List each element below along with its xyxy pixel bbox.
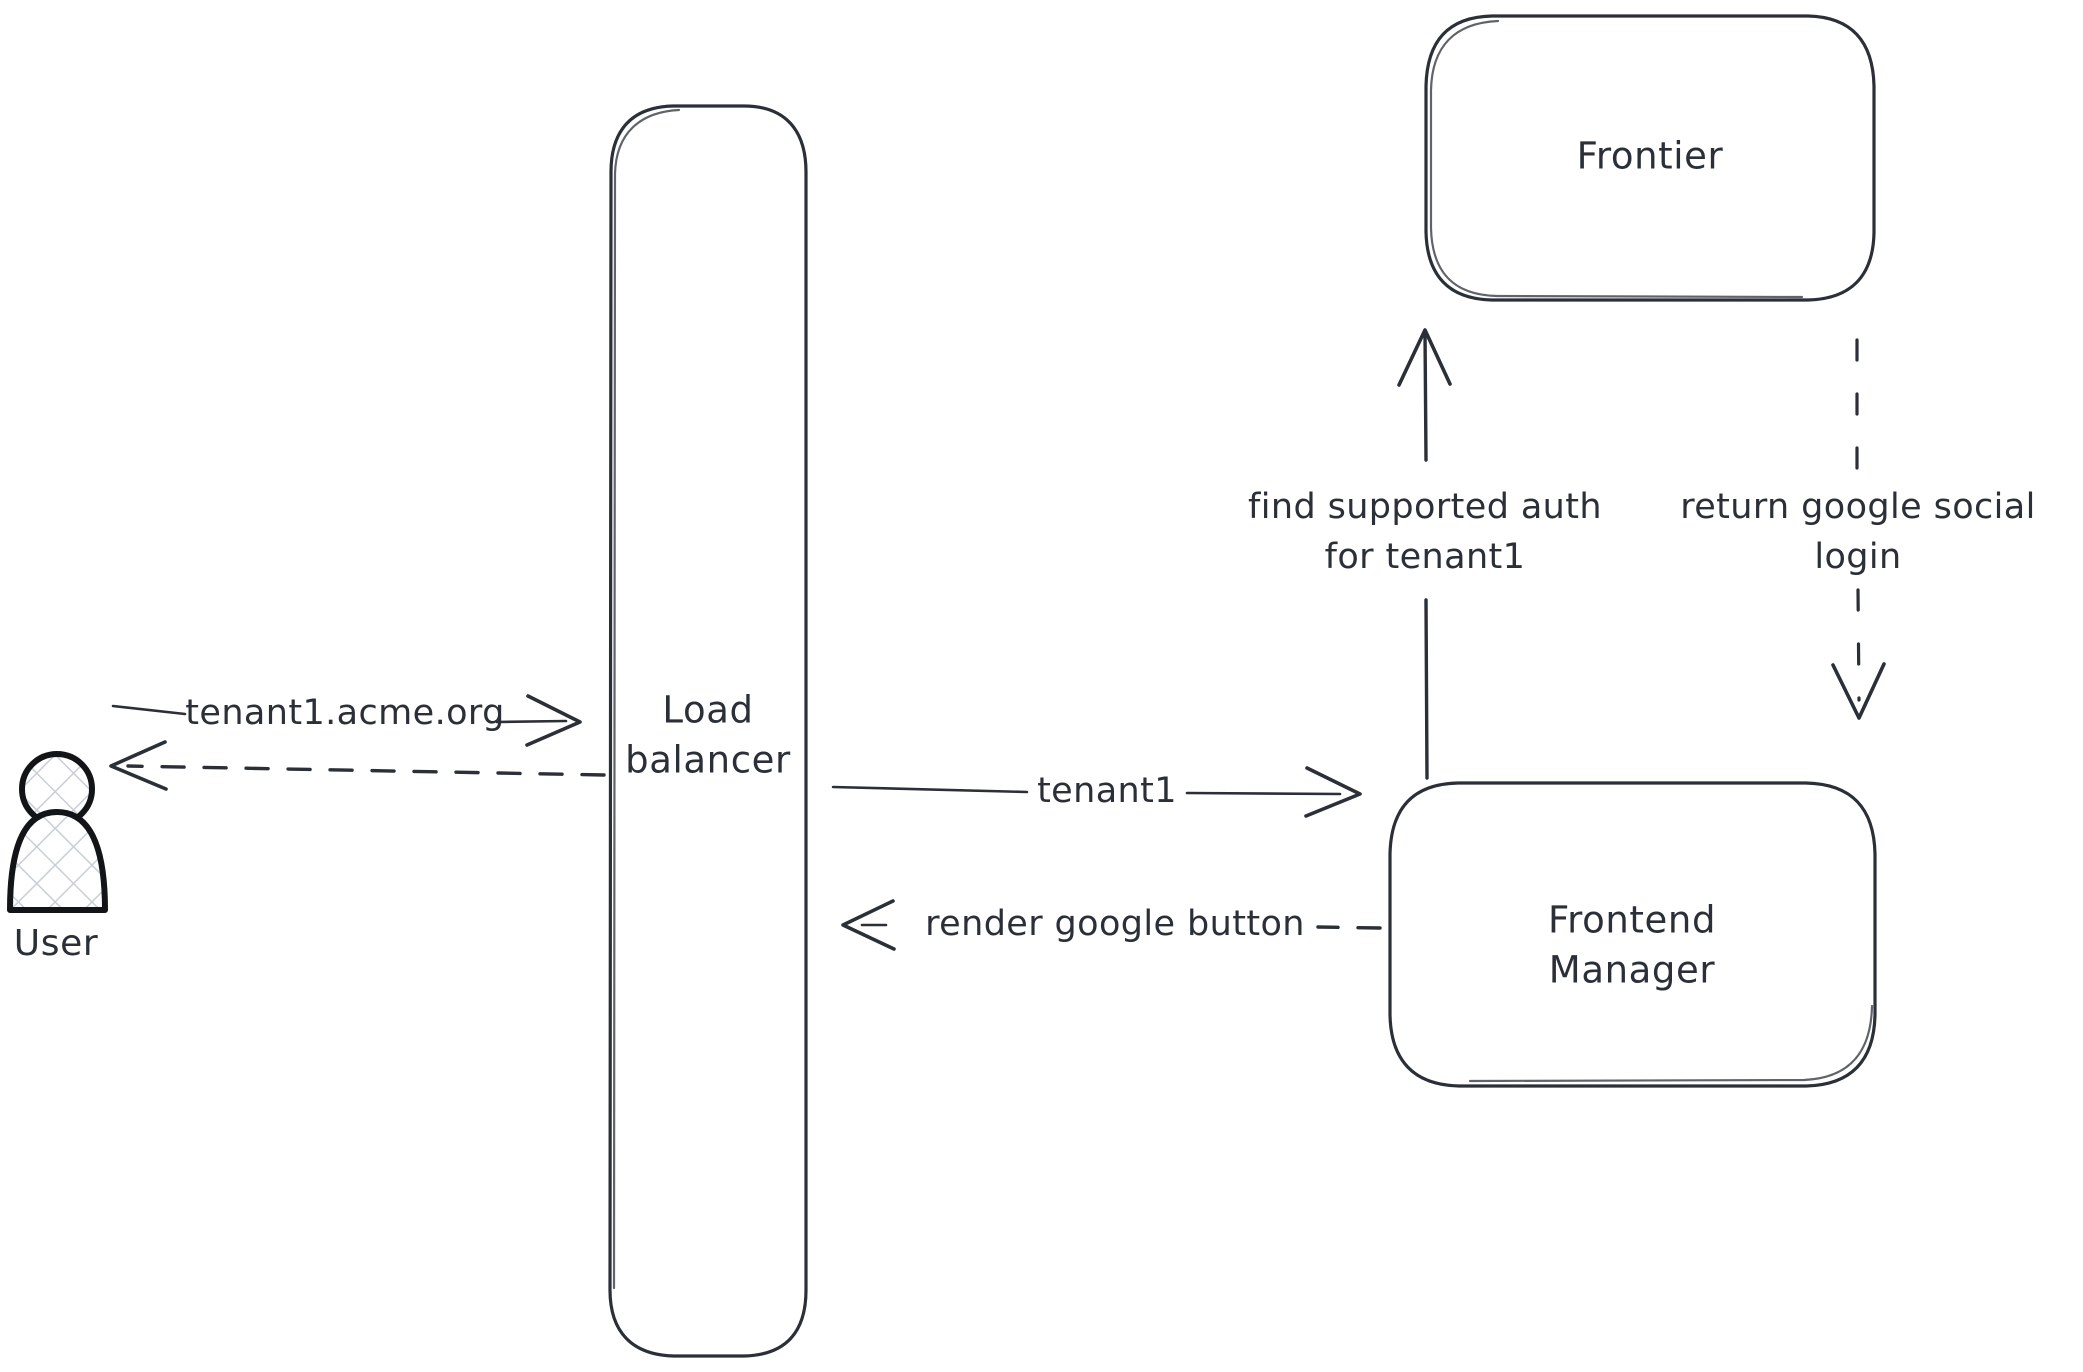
edge-fm-to-lb-label: render google button	[925, 904, 1305, 944]
frontier-label: Frontier	[1577, 135, 1724, 178]
edge-load-balancer-to-user[interactable]	[109, 740, 606, 791]
edge-user-to-lb-segment-left	[111, 704, 187, 716]
frontend-manager-label-line1: Frontend	[1548, 899, 1716, 942]
edge-fm-to-frontier-lower	[1424, 598, 1429, 780]
edge-frontier-to-fm-arrowhead	[1831, 662, 1886, 720]
edge-fm-to-lb-dash-tail	[1316, 925, 1382, 930]
edge-user-to-load-balancer[interactable]: tenant1.acme.org	[111, 693, 582, 747]
edge-lb-to-fm-arrowhead	[1304, 766, 1362, 818]
user-actor-label: User	[14, 923, 98, 964]
edge-fm-to-frontier-label-line1: find supported auth	[1248, 487, 1602, 527]
load-balancer-shape	[608, 104, 808, 1358]
user-actor[interactable]: User	[7, 751, 108, 964]
load-balancer-node[interactable]: Load balancer	[608, 104, 808, 1358]
frontier-shape	[1424, 14, 1876, 302]
frontend-manager-shape-sketch	[1468, 1004, 1874, 1083]
edge-lb-to-user-arrowhead	[109, 740, 168, 791]
edge-lb-to-fm-label: tenant1	[1037, 771, 1177, 811]
edge-fm-to-lb-arrowhead	[841, 899, 896, 951]
edge-lb-to-user-line	[126, 764, 606, 777]
edge-frontend-manager-to-load-balancer[interactable]: render google button	[841, 899, 1382, 951]
person-icon	[7, 751, 108, 913]
edge-lb-to-fm-segment-right	[1185, 791, 1342, 796]
frontier-shape-sketch	[1429, 19, 1804, 299]
edge-lb-to-fm-segment-left	[831, 785, 1029, 794]
edge-load-balancer-to-frontend-manager[interactable]: tenant1	[831, 766, 1362, 818]
edge-fm-to-frontier-label-line2: for tenant1	[1325, 537, 1526, 577]
edge-frontier-to-fm-label-line1: return google social	[1680, 487, 2036, 527]
frontend-manager-label-line2: Manager	[1549, 949, 1716, 992]
edge-frontend-manager-to-frontier[interactable]: find supported auth for tenant1	[1248, 328, 1602, 780]
edge-frontier-to-frontend-manager[interactable]: return google social login	[1680, 338, 2036, 720]
load-balancer-shape-sketch	[612, 108, 681, 1290]
frontend-manager-shape	[1388, 781, 1877, 1088]
edge-frontier-to-fm-label-line2: login	[1814, 537, 1901, 577]
edge-frontier-to-fm-lower	[1856, 588, 1861, 702]
frontier-node[interactable]: Frontier	[1424, 14, 1876, 302]
edge-user-to-lb-segment-right	[495, 719, 568, 724]
frontend-manager-node[interactable]: Frontend Manager	[1388, 781, 1877, 1088]
load-balancer-label-line2: balancer	[625, 739, 791, 782]
load-balancer-label-line1: Load	[662, 689, 753, 732]
edge-fm-to-frontier-upper	[1423, 330, 1428, 462]
edge-user-to-lb-arrowhead	[525, 694, 582, 747]
edge-fm-to-frontier-arrowhead	[1397, 328, 1452, 387]
edge-user-to-lb-label: tenant1.acme.org	[185, 693, 504, 733]
